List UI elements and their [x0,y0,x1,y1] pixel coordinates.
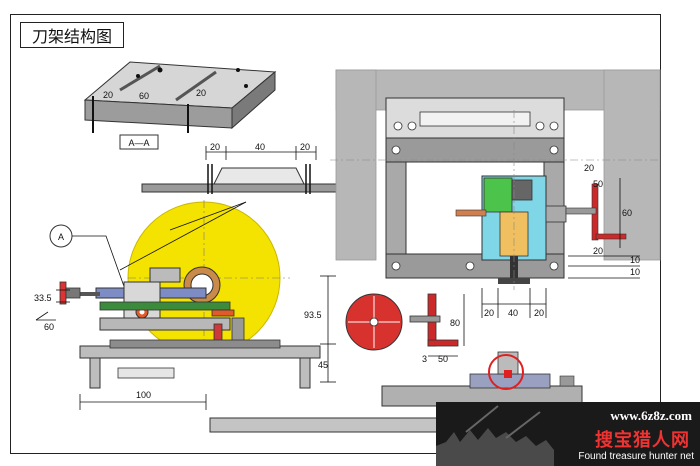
bottom-rail [209,351,583,433]
section-label: A—A [128,138,149,148]
dim-h-45: 45 [318,360,328,370]
dim-mid-20a: 20 [210,142,220,152]
dim-bkt-3: 3 [422,354,427,364]
dim-bot-20a: 20 [484,308,494,318]
drawing-title: 刀架结构图 [20,22,124,48]
dim-w-100: 100 [136,390,151,400]
watermark-url: www.6z8z.com [610,408,692,423]
tool-post-assembly [59,267,245,349]
dim-bkt-50: 50 [438,354,448,364]
slide-plate-iso [83,61,277,133]
dim-left-33-5: 33.5 [34,293,52,303]
watermark: www.6z8z.com 搜宝猎人网 Found treasure hunter… [436,402,700,466]
dim-right-20-top: 20 [584,163,594,173]
callout-label: A [58,232,64,242]
dim-right-20-mid: 20 [593,246,603,256]
dim-top-60: 60 [139,91,149,101]
dovetail-section [141,146,353,194]
watermark-brand: 搜宝猎人网 [595,430,690,451]
dim-top-20b: 20 [196,88,206,98]
dim-mid-40: 40 [255,142,265,152]
dim-top-20a: 20 [103,90,113,100]
section-label-box [119,134,159,150]
dim-mid-20b: 20 [300,142,310,152]
dim-right-60: 60 [622,208,632,218]
dim-h-93-5: 93.5 [304,310,322,320]
dim-bot-20b: 20 [534,308,544,318]
frame-front-view [330,69,661,290]
dim-right-50: 50 [593,179,603,189]
machine-base [79,339,321,389]
highlight-circle [488,354,524,390]
watermark-subtitle: Found treasure hunter net [578,451,694,462]
dim-right-10a: 10 [630,255,640,265]
dim-bot-40: 40 [508,308,518,318]
dim-right-10b: 10 [630,267,640,277]
dim-left-60: 60 [44,322,54,332]
leader-line [169,201,247,231]
dim-bkt-80: 80 [450,318,460,328]
l-bracket [409,293,459,347]
